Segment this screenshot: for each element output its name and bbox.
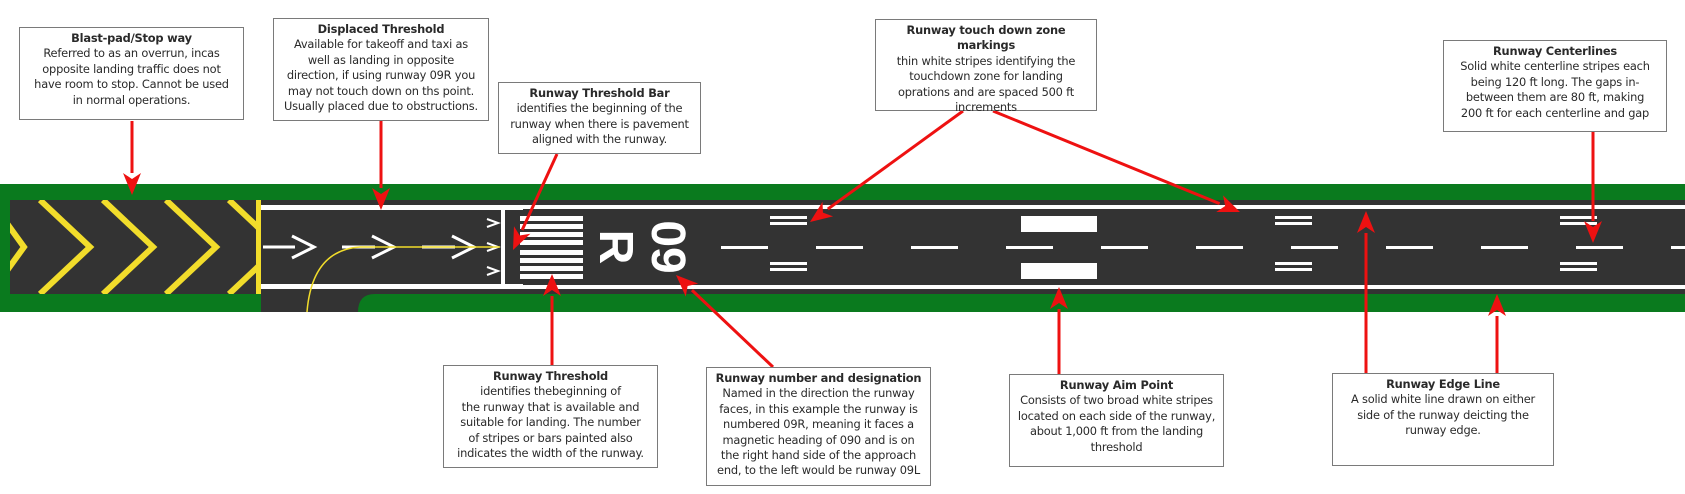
callout-title: Runway number and designation	[715, 371, 922, 385]
callout-title: Runway Edge Line	[1386, 377, 1500, 391]
callout-text: identifies thebeginning of the runway th…	[457, 384, 644, 461]
pointer-arrow	[992, 109, 1240, 213]
centerline-stripe	[1386, 246, 1433, 249]
callout-text: Referred to as an overrun, incas opposit…	[34, 46, 229, 107]
centerline-stripe	[1481, 246, 1528, 249]
callout-title: Runway Aim Point	[1059, 378, 1174, 392]
pointer-arrow	[513, 153, 559, 250]
runway-number: 09	[641, 220, 694, 273]
taxiway-pavement	[261, 294, 375, 312]
callout-arrows	[123, 109, 1602, 374]
pointer-arrow	[676, 275, 775, 369]
touchdown-zone-markings	[770, 216, 1597, 271]
callout-text: Solid white centerline stripes each bein…	[1460, 59, 1650, 120]
callout-text: thin white stripes identifying the touch…	[896, 53, 1076, 115]
callout-text: A solid white line drawn on either side …	[1350, 392, 1536, 438]
touchdown-zone-stripe	[1275, 262, 1312, 265]
callout-title: Runway Threshold Bar	[529, 86, 670, 100]
pointer-arrow	[1584, 132, 1602, 243]
runway-edge-line-bottom	[261, 285, 1685, 289]
centerline-stripe	[1576, 246, 1623, 249]
callout-text: Available for takeoff and taxi as well a…	[284, 37, 478, 114]
callout-runway-number: Runway number and designation Named in t…	[706, 367, 931, 486]
touchdown-zone-stripe	[1275, 268, 1312, 271]
callout-text: Named in the direction the runway faces,…	[717, 386, 920, 478]
callout-aim-point: Runway Aim Point Consists of two broad w…	[1009, 374, 1224, 467]
centerline-stripe	[721, 246, 768, 249]
callout-title: Runway Centerlines	[1492, 44, 1618, 58]
taxiway-centerline	[306, 246, 500, 313]
callout-title: Runway Threshold	[492, 369, 609, 383]
touchdown-zone-stripe	[1275, 216, 1312, 219]
aim-point-stripe-bottom	[1021, 263, 1097, 279]
pointer-arrow	[1357, 211, 1375, 373]
aim-point-stripe-top	[1021, 216, 1097, 232]
touchdown-zone-stripe	[1560, 268, 1597, 271]
callout-threshold-bar: Runway Threshold Bar identifies the begi…	[498, 82, 701, 154]
centerline-stripe	[1101, 246, 1148, 249]
touchdown-zone-stripe	[770, 222, 807, 225]
centerline-stripe	[1006, 246, 1053, 249]
pointer-arrow	[372, 121, 390, 210]
blast-pad	[10, 200, 261, 294]
touchdown-zone-stripe	[1275, 222, 1312, 225]
callout-edge-line: Runway Edge Line A solid white line draw…	[1332, 373, 1554, 466]
pointer-arrow	[1050, 287, 1068, 374]
centerline-stripe	[816, 246, 863, 249]
touchdown-zone-stripe	[770, 262, 807, 265]
callout-title: Blast-pad/Stop way	[71, 31, 192, 45]
blast-pad-end-line	[256, 200, 261, 294]
touchdown-zone-stripe	[1560, 222, 1597, 225]
pointer-arrow	[543, 274, 561, 365]
runway-centerlines	[721, 246, 1685, 249]
pointer-arrow	[123, 121, 141, 195]
pointer-arrow	[810, 109, 964, 222]
pointer-arrow	[1488, 294, 1506, 373]
touchdown-zone-stripe	[770, 216, 807, 219]
callout-text: Consists of two broad white stripes loca…	[1017, 393, 1216, 454]
callout-text: identifies the beginning of the runway w…	[510, 101, 689, 147]
blast-pad-chevrons	[10, 200, 258, 294]
callout-displaced-threshold: Displaced Threshold Available for takeof…	[273, 18, 489, 121]
touchdown-zone-stripe	[1560, 262, 1597, 265]
callout-centerlines: Runway Centerlines Solid white centerlin…	[1443, 40, 1667, 132]
centerline-stripe	[1196, 246, 1243, 249]
callout-title: Runway touch down zone markings	[906, 23, 1066, 53]
callout-blast-pad: Blast-pad/Stop way Referred to as an ove…	[19, 27, 244, 120]
centerline-stripe	[911, 246, 958, 249]
callout-runway-threshold: Runway Threshold identifies thebeginning…	[443, 365, 658, 468]
runway-letter: R	[589, 230, 642, 265]
touchdown-zone-stripe	[1560, 216, 1597, 219]
centerline-stripe	[1671, 246, 1685, 249]
touchdown-zone-stripe	[770, 268, 807, 271]
runway-designation: 09 R	[589, 220, 694, 273]
centerline-stripe	[1291, 246, 1338, 249]
callout-title: Displaced Threshold	[317, 22, 445, 36]
runway-edge-line-top	[261, 205, 1685, 209]
threshold-bar	[501, 209, 505, 285]
callout-touchdown-zone: Runway touch down zone markings thin whi…	[875, 19, 1097, 114]
